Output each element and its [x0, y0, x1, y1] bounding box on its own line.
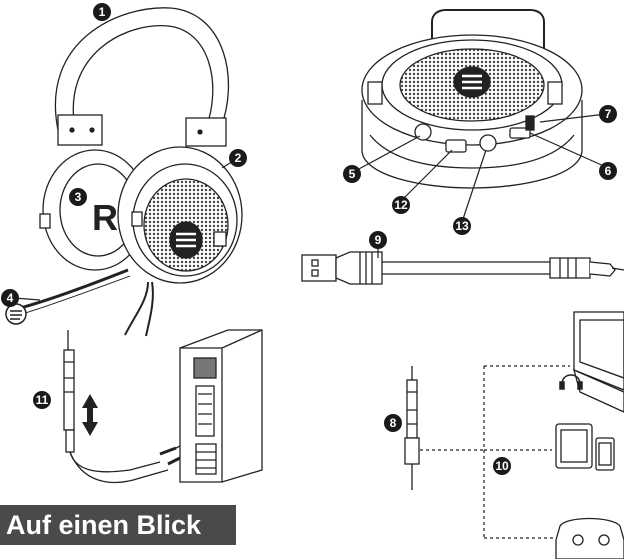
- connection-lines: [420, 365, 570, 539]
- tablet-icon: [555, 423, 593, 469]
- badge-5-label: 5: [349, 167, 356, 181]
- badge-10: 10: [493, 457, 511, 475]
- usb-cable: [301, 251, 624, 285]
- badge-11: 11: [33, 391, 51, 409]
- badge-13: 13: [453, 217, 471, 235]
- badge-9-label: 9: [375, 233, 382, 247]
- badge-6: 6: [599, 162, 617, 180]
- badge-12: 12: [392, 196, 410, 214]
- badge-13-label: 13: [455, 219, 469, 233]
- badge-1: 1: [93, 3, 111, 21]
- badge-7: 7: [599, 105, 617, 123]
- badge-10-label: 10: [495, 459, 509, 473]
- badge-6-label: 6: [605, 164, 612, 178]
- badge-1-label: 1: [99, 5, 106, 19]
- pc-tower: [179, 329, 263, 483]
- headset-letter-r: R: [92, 197, 118, 238]
- badge-8: 8: [384, 414, 402, 432]
- audio-plug: [404, 366, 420, 490]
- badge-2: 2: [229, 149, 247, 167]
- headset-illustration: [5, 7, 243, 337]
- badge-8-label: 8: [390, 416, 397, 430]
- laptop-icon: [573, 311, 624, 413]
- badge-4-label: 4: [7, 291, 14, 305]
- earcup-detail: [361, 9, 583, 189]
- badge-4: 4: [1, 289, 19, 307]
- phone-icon: [595, 437, 615, 471]
- gamepad-icon: [555, 517, 624, 559]
- headphone-icon: [559, 374, 583, 390]
- splitter-adapter: [63, 330, 193, 484]
- badge-2-label: 2: [235, 151, 242, 165]
- badge-12-label: 12: [394, 198, 408, 212]
- badge-11-label: 11: [36, 393, 49, 407]
- badge-5: 5: [343, 165, 361, 183]
- badge-7-label: 7: [605, 107, 612, 121]
- double-arrow-icon: [82, 394, 98, 436]
- badge-3: 3: [69, 188, 87, 206]
- badge-9: 9: [369, 231, 387, 249]
- page-title: Auf einen Blick: [0, 505, 236, 545]
- leader-lines: [13, 113, 607, 301]
- badge-3-label: 3: [75, 190, 82, 204]
